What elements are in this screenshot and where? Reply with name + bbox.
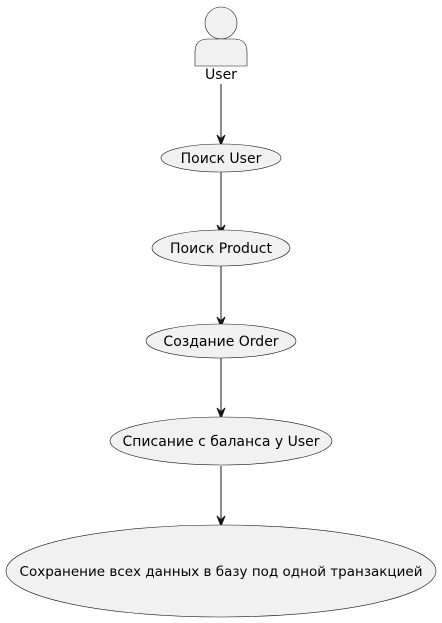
usecase-save-all: Сохранение всех данных в базу под одной … <box>5 524 437 618</box>
usecase-label: Поиск User <box>181 151 262 167</box>
edge-user-to-search-user <box>216 84 226 147</box>
actor-person-icon <box>194 6 248 67</box>
usecase-ellipse <box>145 323 297 359</box>
usecase-search-product: Поиск Product <box>151 229 291 267</box>
usecase-ellipse <box>109 416 333 466</box>
usecase-ellipse <box>151 229 291 267</box>
actor-user: User <box>194 6 248 83</box>
edge-create-order-to-debit-balance <box>216 358 226 420</box>
usecase-debit-balance: Списание с баланса у User <box>109 416 333 466</box>
usecase-label: Сохранение всех данных в базу под одной … <box>20 564 423 580</box>
usecase-ellipse <box>160 143 282 173</box>
usecase-ellipse <box>5 524 437 618</box>
usecase-label: Поиск Product <box>170 241 272 257</box>
usecase-search-user: Поиск User <box>160 143 282 173</box>
edge-search-user-to-search-product <box>216 172 226 237</box>
actor-label: User <box>205 67 237 83</box>
edge-debit-balance-to-save-all <box>216 466 226 528</box>
usecase-label: Списание с баланса у User <box>122 434 319 450</box>
usecase-create-order: Создание Order <box>145 323 297 359</box>
usecase-label: Создание Order <box>163 334 278 350</box>
edge-search-product-to-create-order <box>216 266 226 329</box>
